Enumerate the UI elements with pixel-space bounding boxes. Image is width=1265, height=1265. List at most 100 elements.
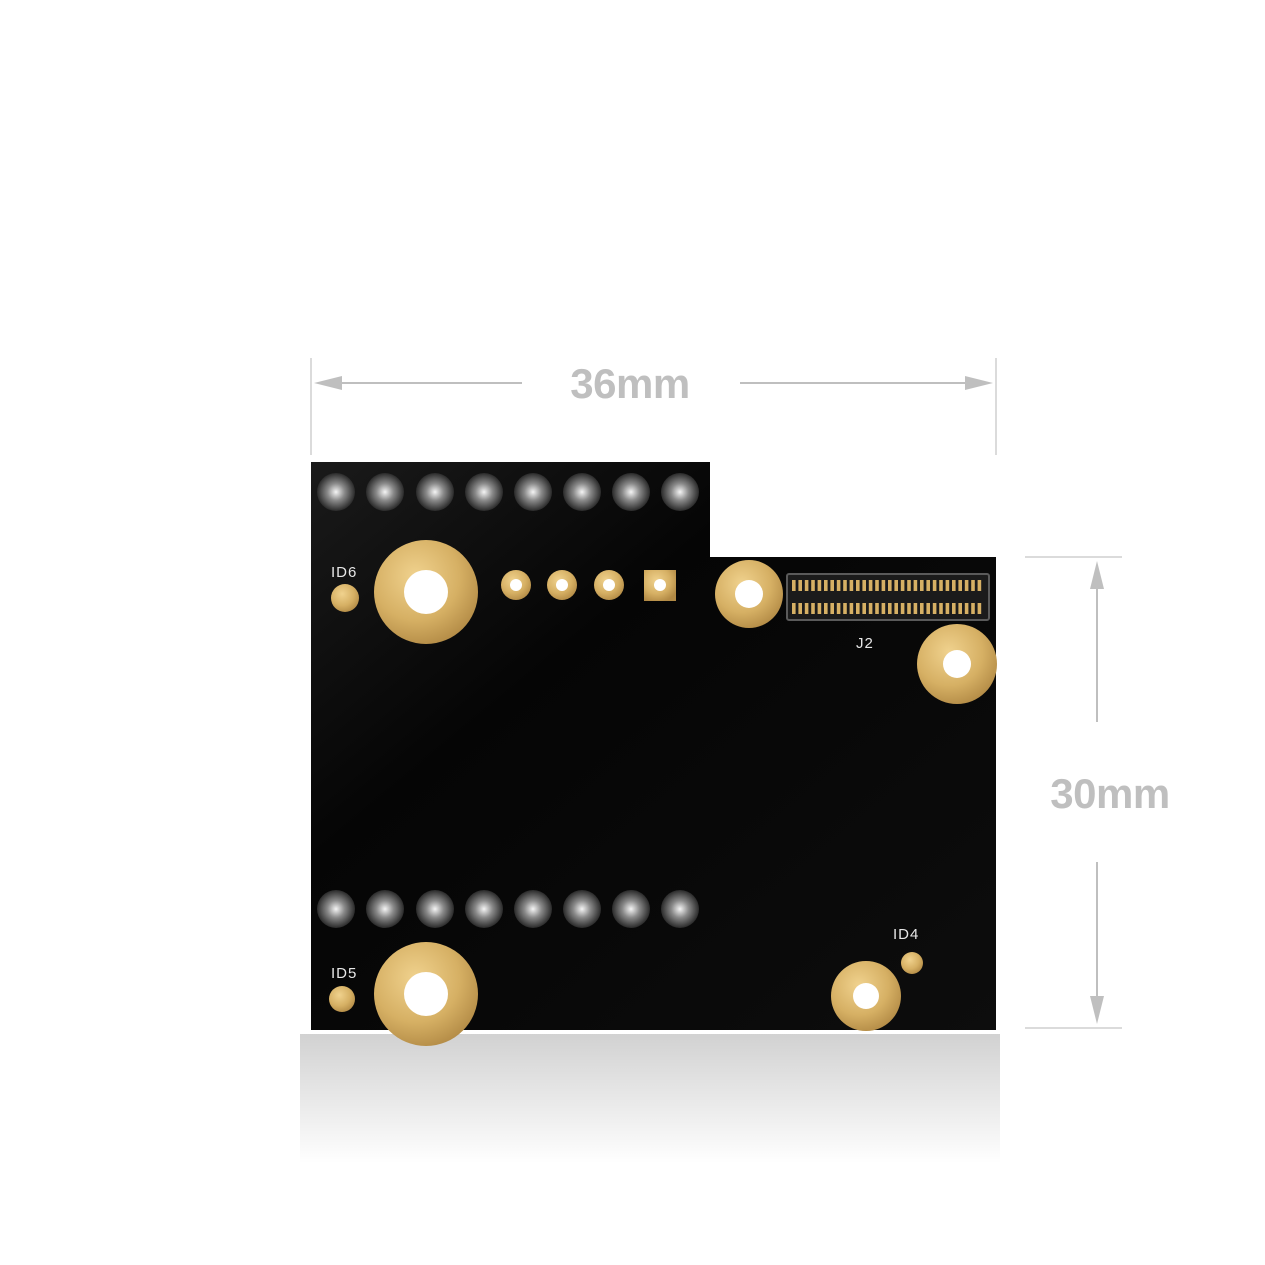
j2-contact (926, 603, 930, 614)
pin (612, 473, 650, 511)
j2-contact (792, 580, 796, 591)
j2-contact (900, 603, 905, 614)
j2-contact (875, 580, 879, 591)
j2-contact (792, 603, 796, 614)
j2-contact (868, 580, 873, 591)
j2-contact (964, 580, 969, 591)
pin (416, 890, 454, 928)
via-hole (556, 579, 568, 591)
j2-contact (804, 603, 809, 614)
pin (465, 473, 503, 511)
via-hole (510, 579, 522, 591)
j2-contact (862, 603, 866, 614)
j2-contact (849, 580, 854, 591)
j2-contact (971, 580, 975, 591)
j2-contact (939, 580, 943, 591)
pin (366, 473, 404, 511)
pin (317, 890, 355, 928)
pin (514, 890, 552, 928)
j2-contact (888, 580, 892, 591)
via-hole (603, 579, 615, 591)
j2-contact (894, 580, 898, 591)
j2-contact (920, 603, 924, 614)
j2-contact (824, 580, 828, 591)
j2-contact (811, 580, 815, 591)
pin (514, 473, 552, 511)
j2-contact (836, 603, 841, 614)
top-pin-header (317, 473, 699, 511)
height-dimension (1025, 556, 1122, 1029)
mounting-hole-center (404, 972, 448, 1016)
silkscreen-j2: J2 (856, 635, 874, 652)
j2-contact (958, 603, 962, 614)
j2-contact (920, 580, 924, 591)
j2-contact (856, 580, 860, 591)
j2-contact (843, 603, 847, 614)
j2-contact (830, 580, 834, 591)
j2-contact (881, 580, 886, 591)
j2-contact (817, 580, 822, 591)
pin (465, 890, 503, 928)
width-dimension (310, 358, 997, 455)
j2-contact (868, 603, 873, 614)
j2-contact (856, 603, 860, 614)
mounting-hole-center (943, 650, 971, 678)
pin (612, 890, 650, 928)
j2-contact (952, 603, 956, 614)
j2-contact (977, 603, 982, 614)
bottom-pin-header (317, 890, 699, 928)
id4-marker (901, 952, 923, 974)
height-dimension-label: 30mm (1050, 770, 1170, 817)
j2-contact (817, 603, 822, 614)
via-hole (654, 579, 666, 591)
pin (563, 473, 601, 511)
j2-contact (977, 580, 982, 591)
arrow-down-icon (1090, 996, 1104, 1024)
arrow-right-icon (965, 376, 993, 390)
mounting-hole-center (853, 983, 879, 1009)
j2-contact (945, 580, 950, 591)
board-reflection (300, 1034, 1000, 1164)
j2-contact (894, 603, 898, 614)
j2-contact (907, 580, 911, 591)
j2-contact (843, 580, 847, 591)
pin (317, 473, 355, 511)
pin (661, 473, 699, 511)
arrow-left-icon (314, 376, 342, 390)
j2-contact (798, 603, 802, 614)
mounting-hole-center (735, 580, 763, 608)
j2-contact (913, 580, 918, 591)
j2-contact (900, 580, 905, 591)
j2-contact (971, 603, 975, 614)
id5-marker (329, 986, 355, 1012)
mounting-hole-center (404, 570, 448, 614)
j2-contact (952, 580, 956, 591)
j2-contact (907, 603, 911, 614)
j2-contact (798, 580, 802, 591)
silkscreen-id6: ID6 (331, 564, 358, 581)
j2-contact (836, 580, 841, 591)
j2-contact (913, 603, 918, 614)
j2-contact (881, 603, 886, 614)
pin (416, 473, 454, 511)
j2-contact (926, 580, 930, 591)
j2-contact (945, 603, 950, 614)
silkscreen-id5: ID5 (331, 965, 358, 982)
j2-connector (786, 573, 990, 621)
id6-marker (331, 584, 359, 612)
j2-contact (811, 603, 815, 614)
j2-contact (888, 603, 892, 614)
j2-contact (958, 580, 962, 591)
j2-contact (939, 603, 943, 614)
j2-contact (804, 580, 809, 591)
width-dimension-label: 36mm (570, 360, 690, 407)
j2-contact (862, 580, 866, 591)
j2-contact (964, 603, 969, 614)
pin (563, 890, 601, 928)
pin (366, 890, 404, 928)
j2-contact (875, 603, 879, 614)
silkscreen-id4: ID4 (893, 926, 920, 943)
j2-contact (932, 580, 937, 591)
